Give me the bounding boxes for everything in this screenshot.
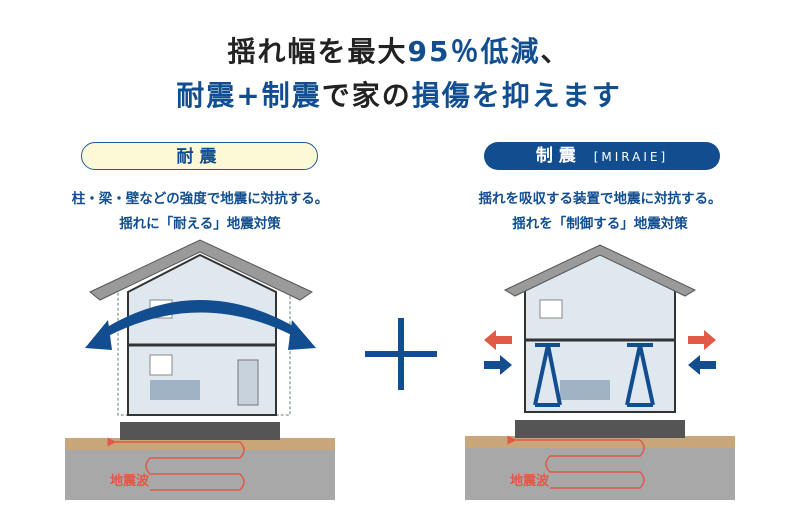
headline-line1: 揺れ幅を最大95％低減、 — [0, 30, 798, 70]
damper-left — [533, 343, 562, 407]
headline-text: で家の — [321, 79, 412, 112]
left-house — [89, 239, 314, 440]
taishin-description: 柱・梁・壁などの強度で地震に対抗する。揺れに「耐える」地震対策 — [30, 187, 370, 237]
force-arrow-red-right — [688, 330, 716, 350]
seishin-label: 制震 — [535, 146, 582, 166]
sway-arrow-left-head — [85, 320, 112, 350]
sway-arrow-right-head — [288, 320, 316, 350]
right-house — [503, 244, 697, 438]
seismic-wave-right — [515, 440, 645, 489]
headline-text: 、 — [540, 35, 571, 68]
headline-line2: 耐震+制震で家の損傷を抑えます — [0, 74, 798, 114]
sway-arrow — [92, 300, 310, 345]
miraie-label: [MIRAIE] — [593, 150, 669, 164]
taishin-badge: 耐震 — [81, 142, 318, 170]
headline-text: 揺れ幅を最大 — [227, 35, 408, 68]
force-arrow-red-left — [484, 330, 512, 350]
force-arrow-blue-right — [688, 355, 716, 375]
desc-line: 揺れに「耐える」地震対策 — [119, 216, 281, 232]
seishin-badge: 制震 [MIRAIE] — [484, 142, 720, 170]
wave-label-right: 地震波 — [510, 474, 550, 489]
desc-line: 柱・梁・壁などの強度で地震に対抗する。 — [71, 191, 329, 207]
headline-highlight: 損傷を抑えます — [411, 79, 622, 112]
desc-line: 揺れを吸収する装置で地震に対抗する。 — [478, 191, 722, 207]
seishin-description: 揺れを吸収する装置で地震に対抗する。揺れを「制御する」地震対策 — [430, 187, 770, 237]
headline-highlight: 95％低減 — [407, 35, 541, 68]
desc-line: 揺れを「制御する」地震対策 — [512, 216, 688, 232]
seismic-wave-left — [115, 442, 245, 491]
wave-label-left: 地震波 — [110, 474, 150, 489]
damper-right — [625, 343, 655, 407]
force-arrow-blue-left — [484, 355, 512, 375]
right-ground — [465, 436, 735, 500]
headline-highlight: 耐震+制震 — [176, 79, 322, 112]
plus-icon — [365, 318, 437, 390]
